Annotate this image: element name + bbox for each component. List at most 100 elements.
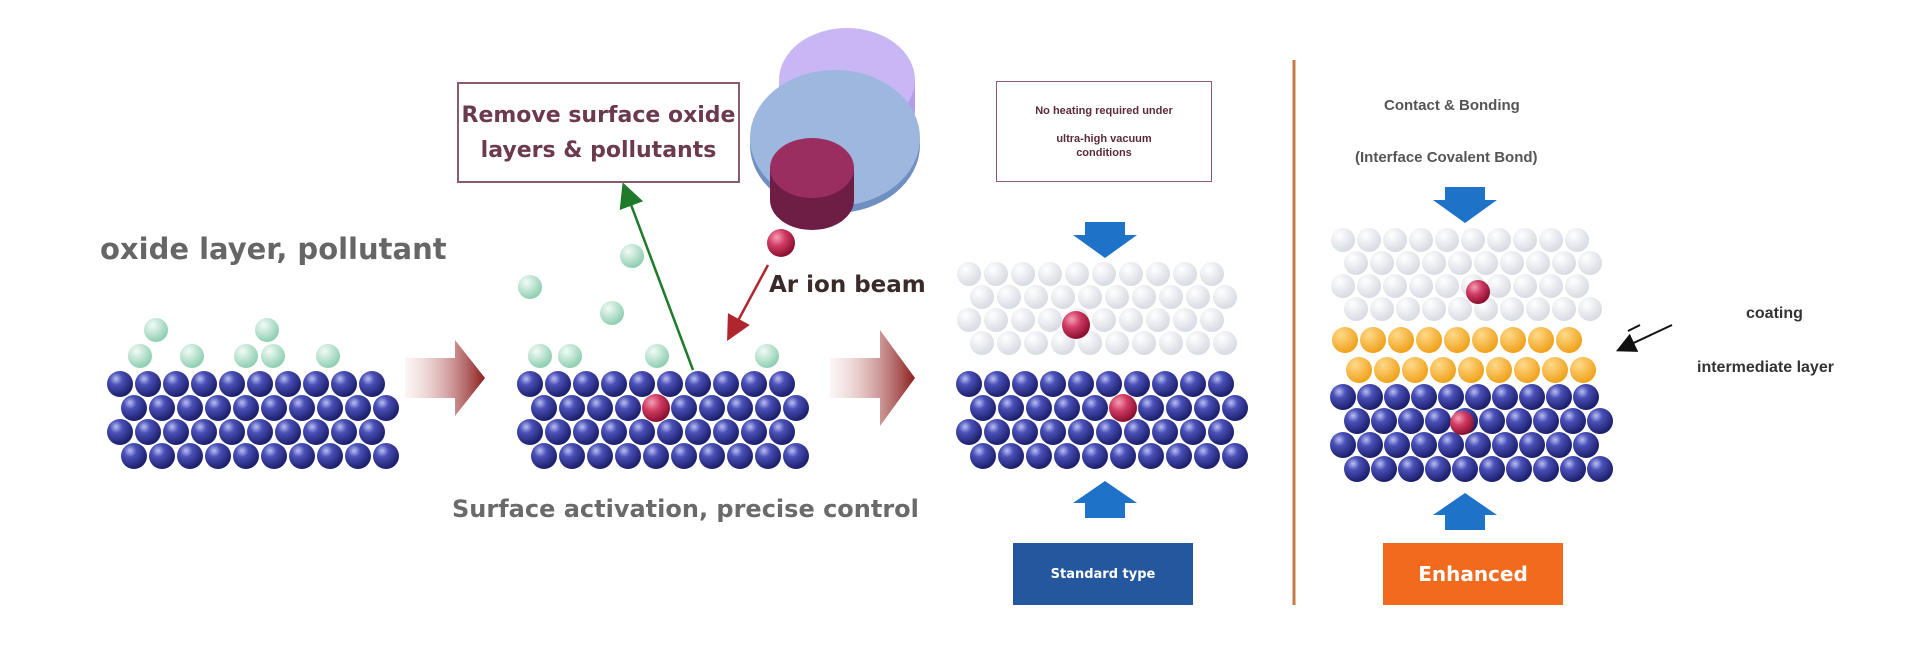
enhanced-button[interactable]: Enhanced xyxy=(1383,543,1563,605)
upper-wafer-atom xyxy=(1105,285,1129,309)
substrate-atom xyxy=(970,443,996,469)
upper-wafer-atom xyxy=(1132,285,1156,309)
upper-wafer-atom xyxy=(997,331,1021,355)
pollutant-atom xyxy=(144,318,168,342)
implanted-ion xyxy=(1062,311,1090,339)
substrate-atom xyxy=(1357,432,1383,458)
substrate-atom xyxy=(191,371,217,397)
upper-wafer-atom xyxy=(1552,251,1576,275)
upper-wafer-atom xyxy=(984,308,1008,332)
substrate-atom xyxy=(1425,456,1451,482)
pollutant-atom xyxy=(316,344,340,368)
upper-wafer-atom xyxy=(1092,262,1116,286)
substrate-atom xyxy=(317,395,343,421)
substrate-atom xyxy=(699,443,725,469)
substrate-atom xyxy=(970,395,996,421)
upper-wafer-atom xyxy=(1105,331,1129,355)
substrate-atom xyxy=(1180,371,1206,397)
upper-wafer-atom xyxy=(1146,262,1170,286)
implanted-ion xyxy=(642,394,670,422)
contact-bonding-heading: Contact & Bonding xyxy=(1384,97,1520,114)
substrate-atom xyxy=(1138,395,1164,421)
substrate-atom xyxy=(289,395,315,421)
upper-wafer-atom xyxy=(1119,308,1143,332)
upper-wafer-atom xyxy=(1552,297,1576,321)
substrate-atom xyxy=(1519,432,1545,458)
substrate-atom xyxy=(177,395,203,421)
substrate-atom xyxy=(657,419,683,445)
substrate-atom xyxy=(1411,432,1437,458)
upper-wafer-atom xyxy=(1078,331,1102,355)
coating-atom xyxy=(1416,327,1442,353)
upper-wafer-atom xyxy=(1092,308,1116,332)
pollutant-atom xyxy=(645,344,669,368)
substrate-atom xyxy=(1546,432,1572,458)
substrate-atom xyxy=(1438,384,1464,410)
substrate-atom xyxy=(1492,384,1518,410)
substrate-atom xyxy=(755,395,781,421)
upper-wafer-atom xyxy=(1435,274,1459,298)
pollutant-atom xyxy=(261,344,285,368)
vacuum-note-line1: No heating required under xyxy=(1035,104,1173,117)
substrate-atom xyxy=(783,443,809,469)
upper-wafer-atom xyxy=(1461,228,1485,252)
substrate-atom xyxy=(713,419,739,445)
substrate-atom xyxy=(1479,408,1505,434)
substrate-atom xyxy=(998,443,1024,469)
upper-wafer-atom xyxy=(1487,274,1511,298)
upper-wafer-atom xyxy=(1565,228,1589,252)
substrate-atom xyxy=(615,395,641,421)
upper-wafer-atom xyxy=(1065,262,1089,286)
substrate-atom xyxy=(1506,408,1532,434)
substrate-atom xyxy=(1124,371,1150,397)
substrate-atom xyxy=(1344,408,1370,434)
removal-arrow xyxy=(619,182,695,371)
substrate-atom xyxy=(247,371,273,397)
substrate-atom xyxy=(545,419,571,445)
substrate-atom xyxy=(121,395,147,421)
upper-wafer-atom xyxy=(1173,262,1197,286)
upper-wafer-atom xyxy=(1513,228,1537,252)
substrate-atom xyxy=(643,443,669,469)
substrate-atom xyxy=(1054,395,1080,421)
press-arrow-down-enhanced xyxy=(1433,187,1497,223)
coating-atom xyxy=(1514,357,1540,383)
upper-wafer-atom xyxy=(1448,297,1472,321)
upper-wafer-atom xyxy=(1186,331,1210,355)
substrate-atom xyxy=(317,443,343,469)
substrate-atom xyxy=(1560,408,1586,434)
upper-wafer-atom xyxy=(1173,308,1197,332)
substrate-atom xyxy=(587,443,613,469)
substrate-atom xyxy=(1040,419,1066,445)
substrate-atom xyxy=(573,419,599,445)
upper-wafer-atom xyxy=(1213,331,1237,355)
substrate-atom xyxy=(741,371,767,397)
substrate-atom xyxy=(1152,419,1178,445)
coating-atom xyxy=(1444,327,1470,353)
upper-wafer-atom xyxy=(1331,274,1355,298)
stage3-lattice xyxy=(956,262,1248,469)
substrate-atom xyxy=(1371,456,1397,482)
substrate-atom xyxy=(303,371,329,397)
substrate-atom xyxy=(373,395,399,421)
upper-wafer-atom xyxy=(1435,228,1459,252)
upper-wafer-atom xyxy=(1396,297,1420,321)
upper-wafer-atom xyxy=(1159,331,1183,355)
substrate-atom xyxy=(545,371,571,397)
upper-wafer-atom xyxy=(1383,274,1407,298)
pollutant-atom xyxy=(528,344,552,368)
substrate-atom xyxy=(573,371,599,397)
substrate-atom xyxy=(107,419,133,445)
substrate-atom xyxy=(1506,456,1532,482)
upper-wafer-atom xyxy=(1146,308,1170,332)
coating-atom xyxy=(1360,327,1386,353)
upper-wafer-atom xyxy=(1383,228,1407,252)
upper-wafer-atom xyxy=(1344,251,1368,275)
stage4-lattice xyxy=(1330,228,1613,482)
upper-wafer-atom xyxy=(1422,251,1446,275)
substrate-atom xyxy=(713,371,739,397)
press-arrow-up-enhanced xyxy=(1433,493,1497,530)
upper-wafer-atom xyxy=(1051,285,1075,309)
standard-type-button[interactable]: Standard type xyxy=(1013,543,1193,605)
substrate-atom xyxy=(1194,443,1220,469)
